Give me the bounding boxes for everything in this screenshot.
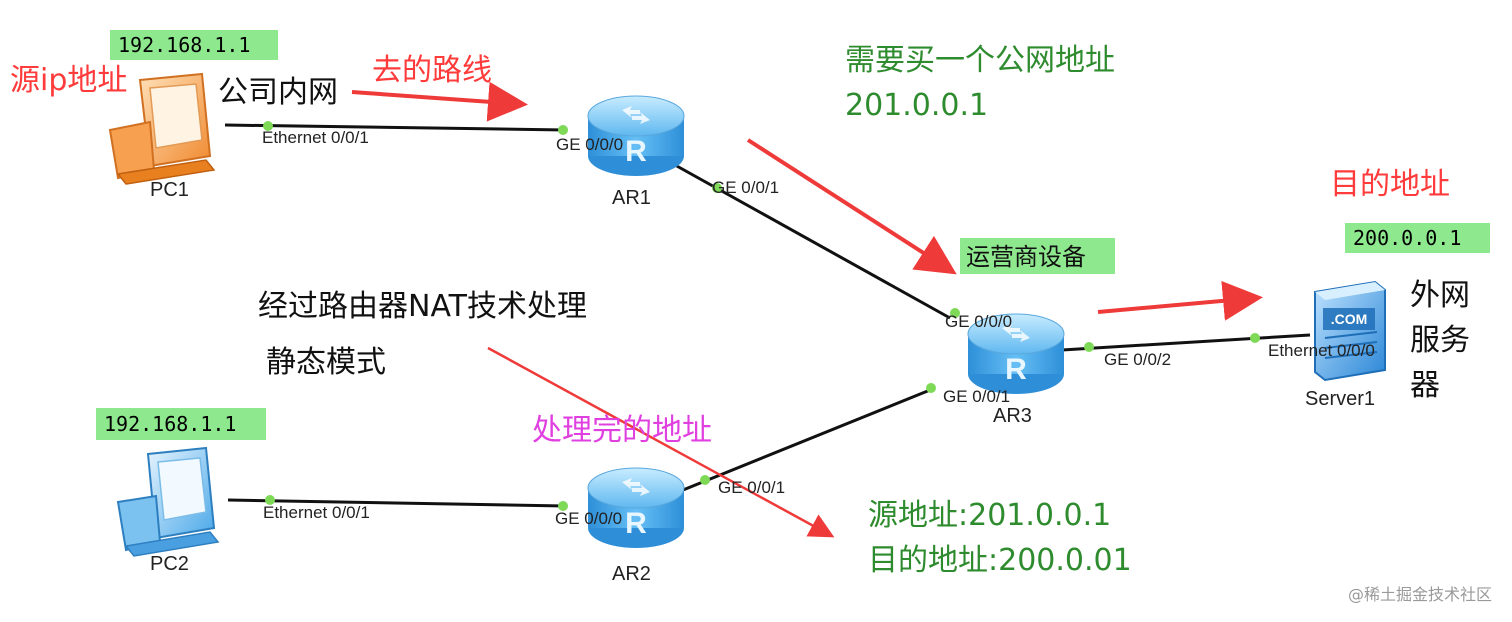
port-label: Ethernet 0/0/1 bbox=[263, 503, 370, 522]
port-label: GE 0/0/1 bbox=[943, 387, 1010, 406]
ar1-router-icon[interactable]: R bbox=[587, 95, 685, 176]
port-dots bbox=[263, 121, 1260, 511]
port-label: Ethernet 0/0/0 bbox=[1268, 341, 1375, 360]
port-label: GE 0/0/1 bbox=[718, 478, 785, 497]
link-ar3-server1 bbox=[1061, 333, 1311, 352]
ip-label-pc2: 192.168.1.1 bbox=[96, 408, 266, 440]
svg-text:R: R bbox=[625, 135, 647, 168]
annotation-external-2: 服务 bbox=[1410, 323, 1470, 358]
ip-label-text: 200.0.0.1 bbox=[1353, 226, 1461, 250]
annotation-external-1: 外网 bbox=[1410, 278, 1470, 313]
port-dot bbox=[263, 121, 273, 131]
server-badge: .COM bbox=[1331, 311, 1368, 327]
device-name-ar3: AR3 bbox=[993, 405, 1032, 427]
port-label: Ethernet 0/0/1 bbox=[262, 128, 369, 147]
device-name-ar2: AR2 bbox=[612, 563, 651, 585]
port-label: GE 0/0/2 bbox=[1104, 350, 1171, 369]
server1-server-com-icon[interactable]: .COM bbox=[1314, 280, 1386, 382]
port-dot bbox=[1250, 333, 1260, 343]
annotation-source-ip: 源ip地址 bbox=[10, 63, 127, 98]
isp-tag: 运营商设备 bbox=[960, 238, 1115, 274]
ip-label-pc1: 192.168.1.1 bbox=[110, 30, 278, 60]
port-label: GE 0/0/0 bbox=[945, 312, 1012, 331]
port-dot bbox=[712, 183, 722, 193]
link-pc1-ar1 bbox=[224, 123, 566, 132]
svg-text:R: R bbox=[1005, 353, 1027, 386]
annotation-nat-1: 经过路由器NAT技术处理 bbox=[258, 289, 587, 324]
watermark: @稀土掘金技术社区 bbox=[1348, 585, 1492, 604]
device-name-server1: Server1 bbox=[1305, 388, 1375, 410]
link-ar2-ar3 bbox=[682, 386, 936, 492]
ip-label-text: 192.168.1.1 bbox=[118, 33, 250, 57]
port-dot bbox=[950, 308, 960, 318]
annotation-result-src: 源地址:201.0.0.1 bbox=[868, 498, 1111, 533]
arrow-to-server bbox=[1097, 280, 1263, 321]
annotation-need-public-2: 201.0.0.1 bbox=[845, 88, 988, 123]
annotation-dest-addr: 目的地址 bbox=[1330, 167, 1450, 202]
annotation-processed: 处理完的地址 bbox=[532, 413, 712, 448]
ip-label-server1: 200.0.0.1 bbox=[1345, 223, 1490, 253]
port-dot bbox=[558, 125, 568, 135]
arrow-nat-result bbox=[487, 346, 835, 538]
ar3-router-icon[interactable]: R bbox=[967, 313, 1065, 394]
annotation-need-public-1: 需要买一个公网地址 bbox=[845, 43, 1115, 78]
annotation-nat-2: 静态模式 bbox=[266, 345, 386, 380]
arrow-to-isp bbox=[746, 138, 957, 275]
ar2-router-icon[interactable]: R bbox=[587, 467, 685, 548]
flow-arrows bbox=[351, 81, 1263, 538]
arrow-route-out bbox=[351, 81, 528, 122]
annotation-company-lan: 公司内网 bbox=[218, 75, 338, 110]
pc1-orange-icon[interactable] bbox=[108, 72, 216, 185]
port-label: GE 0/0/1 bbox=[712, 178, 779, 197]
port-dot bbox=[1084, 342, 1094, 352]
port-label: GE 0/0/0 bbox=[555, 509, 622, 528]
device-name-ar1: AR1 bbox=[612, 187, 651, 209]
port-dot bbox=[558, 501, 568, 511]
device-name-pc2: PC2 bbox=[150, 553, 189, 575]
ip-label-text: 192.168.1.1 bbox=[104, 412, 236, 436]
annotation-result-dst: 目的地址:200.0.01 bbox=[868, 543, 1132, 578]
annotation-external-3: 器 bbox=[1410, 368, 1440, 403]
port-dot bbox=[700, 475, 710, 485]
link-pc2-ar2 bbox=[227, 498, 566, 508]
annotation-route-out: 去的路线 bbox=[372, 53, 492, 88]
isp-tag-text: 运营商设备 bbox=[966, 243, 1086, 271]
device-name-pc1: PC1 bbox=[150, 179, 189, 201]
port-dot bbox=[265, 495, 275, 505]
port-label: GE 0/0/0 bbox=[556, 135, 623, 154]
port-dot bbox=[926, 383, 936, 393]
pc2-blue-icon[interactable] bbox=[116, 446, 220, 557]
svg-text:R: R bbox=[625, 507, 647, 540]
